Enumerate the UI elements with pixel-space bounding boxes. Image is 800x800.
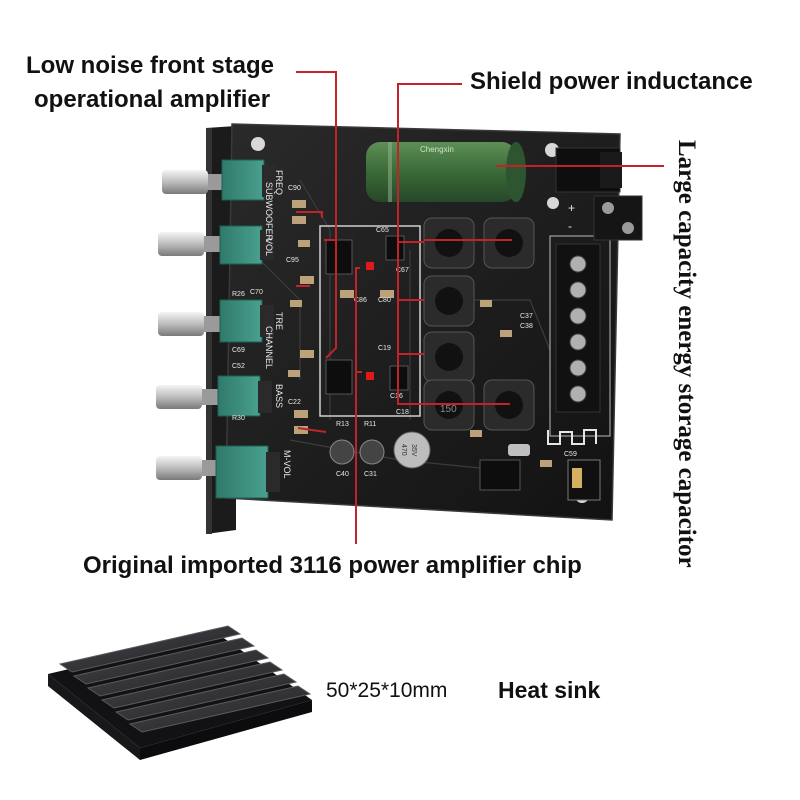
inductor-4 <box>423 331 475 383</box>
small-components <box>288 200 552 491</box>
dc-jack <box>555 147 622 193</box>
aux-jack <box>567 459 601 501</box>
potentiometer-3 <box>158 299 274 343</box>
svg-text:C52: C52 <box>232 363 245 370</box>
svg-text:C37: C37 <box>520 313 533 320</box>
callout-line-chip <box>355 267 360 544</box>
svg-text:R11: R11 <box>364 421 376 428</box>
svg-text:C86: C86 <box>354 297 367 304</box>
panel-label-mvol: M-VOL <box>282 450 292 479</box>
panel-label-vol: VOL <box>264 238 274 256</box>
panel-labels: FREQ SUBWOOFER VOL TRE CHANNEL BASS M-VO… <box>264 170 292 479</box>
svg-text:C80: C80 <box>378 297 391 304</box>
svg-text:C22: C22 <box>288 399 301 406</box>
small-cap-print-2: 35V <box>410 444 417 457</box>
opamp-chip-1 <box>325 239 353 275</box>
callout-inductor: Shield power inductance <box>470 68 753 95</box>
power-terminal: + - <box>568 195 643 241</box>
inductor-print: 150 <box>440 404 457 415</box>
energy-storage-capacitor: Chengxin <box>366 142 526 202</box>
small-capacitors: 470 35V <box>329 431 431 469</box>
svg-text:C16: C16 <box>390 393 403 400</box>
svg-text:C38: C38 <box>520 323 533 330</box>
svg-text:C70: C70 <box>250 289 263 296</box>
svg-text:C40: C40 <box>336 471 349 478</box>
heatsink-label: Heat sink <box>498 677 601 703</box>
callout-chip: Original imported 3116 power amplifier c… <box>83 552 582 579</box>
callout-opamp-line2: operational amplifier <box>34 86 271 113</box>
potentiometer-5 <box>156 445 280 499</box>
callout-line-opamp-2 <box>325 240 337 359</box>
inductor-1 <box>423 217 475 269</box>
callout-capacitor: Large capacity energy storage capacitor <box>673 140 700 568</box>
svg-text:C90: C90 <box>288 185 301 192</box>
callout-opamp-line1: Low noise front stage <box>26 52 275 79</box>
svg-text:R26: R26 <box>232 291 245 298</box>
svg-text:C69: C69 <box>232 347 245 354</box>
panel-label-channel: CHANNEL <box>264 326 274 369</box>
inductor-2 <box>483 217 535 269</box>
small-cap-print-1: 470 <box>400 444 407 456</box>
opamp-chip-2 <box>325 359 353 395</box>
knob-row <box>156 159 280 499</box>
terminal-minus: - <box>568 219 572 233</box>
callout-lines <box>296 71 664 544</box>
inductor-3 <box>423 275 475 327</box>
heatsink-dimensions: 50*25*10mm <box>326 679 448 702</box>
inductor-array: 150 <box>423 217 535 431</box>
svg-text:C31: C31 <box>364 471 377 478</box>
component-refs: C90 C95 R26 C70 C69 C52 R30 C22 C65 C67 … <box>232 185 577 478</box>
svg-text:C65: C65 <box>376 227 389 234</box>
svg-text:C19: C19 <box>378 345 391 352</box>
panel-label-tre: TRE <box>274 312 284 330</box>
svg-text:C67: C67 <box>396 267 409 274</box>
svg-text:C59: C59 <box>564 451 577 458</box>
svg-text:R30: R30 <box>232 415 245 422</box>
panel-label-subwoofer: SUBWOOFER <box>264 182 274 242</box>
svg-text:R13: R13 <box>336 421 349 428</box>
potentiometer-1 <box>162 159 276 201</box>
svg-text:C18: C18 <box>396 409 409 416</box>
potentiometer-2 <box>158 225 274 265</box>
heat-sink <box>48 625 312 760</box>
terminal-plus: + <box>568 201 575 215</box>
potentiometer-4 <box>156 375 272 417</box>
panel-label-freq: FREQ <box>274 170 284 195</box>
panel-label-bass: BASS <box>274 384 284 408</box>
capacitor-print: Chengxin <box>420 145 454 154</box>
callout-line-inductor <box>397 83 462 243</box>
callout-line-opamp <box>296 71 337 241</box>
svg-text:C95: C95 <box>286 257 299 264</box>
speaker-terminals <box>555 243 601 413</box>
antenna-trace <box>547 429 597 445</box>
